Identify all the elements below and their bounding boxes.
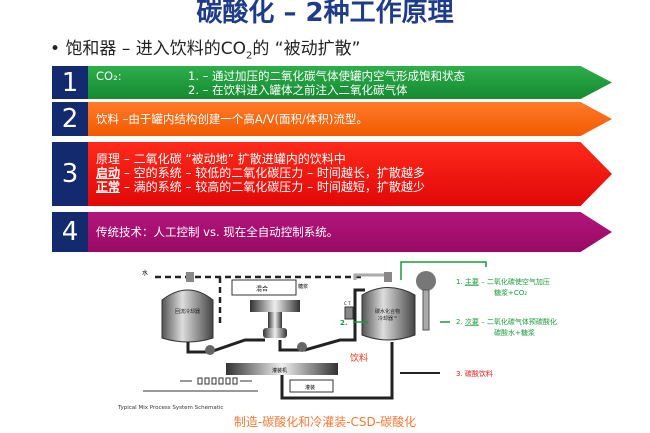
co2-label: CO₂: — [96, 69, 122, 83]
slide-title: 碳酸化 – 2种工作原理 — [196, 0, 454, 28]
normal-label: 正常 — [96, 180, 121, 194]
ct-label: C T — [344, 301, 351, 306]
ann2-num: 2. — [456, 318, 463, 326]
filling-label: 灌装 — [305, 384, 315, 391]
cooler2-label-2: 冷却器™ — [378, 315, 398, 322]
cooler1-label: 回流冷却器 — [175, 308, 200, 315]
filler-machine — [226, 363, 338, 375]
row-arrow: CO₂: 1. – 通过加压的二氧化碳气体使罐内空气形成饱和状态 2. – 在饮… — [88, 66, 612, 99]
slide-caption: 制造-碳酸化和冷灌装-CSD-碳酸化 — [233, 415, 417, 429]
ann2-sub: 碳酸水+糖浆 — [494, 328, 535, 337]
row-arrow: 饮料 –由于罐内结构创建一个高A/V(面积/体积)流型。 — [88, 102, 612, 136]
row-4: 4 传统技术：人工控制 vs. 现在全自动控制系统。 — [52, 212, 612, 252]
start-label: 启动 — [96, 166, 121, 180]
ann1-num: 1. — [456, 278, 463, 286]
bullet-text-suffix: 的 “被动扩散” — [252, 39, 361, 59]
svg-text:2. 次要 – 二氧化碳气体预碳酸化: 2. 次要 – 二氧化碳气体预碳酸化 — [456, 317, 557, 326]
schematic-title: Typical Mix Process System Schematic — [117, 405, 223, 411]
row-arrow: 原理 – 二氧化碳 “被动地” 扩散进罐内的饮料中 启动 – 空的系统 – 较低… — [88, 142, 612, 206]
svg-text:1. 主要 – 二氧化碳使空气加压: 1. 主要 – 二氧化碳使空气加压 — [456, 277, 550, 286]
return-cooler-tank: 回流冷却器 — [161, 272, 214, 343]
row-text: 饮料 –由于罐内结构创建一个高A/V(面积/体积)流型。 — [96, 112, 368, 126]
row-2: 2 饮料 –由于罐内结构创建一个高A/V(面积/体积)流型。 — [52, 102, 612, 136]
mix-box — [231, 279, 297, 296]
ann2-text: – 二氧化碳气体预碳酸化 — [479, 317, 557, 326]
row-number: 3 — [52, 142, 88, 206]
row-text: 原理 – 二氧化碳 “被动地” 扩散进罐内的饮料中 — [96, 152, 346, 166]
point-2-label: 2. — [340, 319, 348, 327]
cooler2-label: 碳水化合物 — [375, 308, 400, 315]
bullet-subscript: 2 — [246, 50, 253, 62]
syrup-label: 糖浆 — [298, 283, 308, 290]
normal-text: – 满的系统 – 较高的二氧化碳压力 – 时间越短，扩散越少 — [120, 180, 425, 194]
ann1-key: 主要 — [465, 277, 479, 286]
start-text: – 空的系统 – 较低的二氧化碳压力 – 时间越长，扩散越多 — [120, 166, 425, 180]
row-3: 3 原理 – 二氧化碳 “被动地” 扩散进罐内的饮料中 启动 – 空的系统 – … — [52, 142, 612, 206]
row-arrow: 传统技术：人工控制 vs. 现在全自动控制系统。 — [88, 212, 612, 252]
ann1-text: – 二氧化碳使空气加压 — [479, 277, 550, 286]
ann1-sub: 糖浆+CO₂ — [494, 288, 527, 297]
row-1: 1 CO₂: 1. – 通过加压的二氧化碳气体使罐内空气形成饱和状态 2. – … — [52, 66, 612, 99]
carbo-cooler-tank: 碳水化合物 冷却器™ — [361, 271, 436, 341]
row-item: 1. – 通过加压的二氧化碳气体使罐内空气形成饱和状态 — [188, 69, 466, 83]
bullet-point: • 饱和器 – 进入饮料的CO2的 “被动扩散” — [50, 39, 361, 62]
row-number: 2 — [52, 102, 88, 136]
beverage-label: 饮料 — [350, 352, 368, 364]
water-label: 水 — [142, 269, 148, 277]
filler-label: 灌装机 — [272, 367, 287, 374]
ann3-text: 3. 碳酸饮料 — [456, 369, 493, 378]
mix-label: 混合 — [256, 285, 268, 293]
pump-block — [250, 300, 300, 312]
bullet-text: 饱和器 – 进入饮料的CO — [65, 39, 246, 59]
ann2-key: 次要 — [465, 317, 479, 326]
row-item: 2. – 在饮料进入罐体之前注入二氧化碳气体 — [188, 83, 408, 97]
row-text: 传统技术：人工控制 vs. 现在全自动控制系统。 — [96, 225, 339, 239]
row-number: 1 — [52, 66, 88, 99]
row-number: 4 — [52, 212, 88, 252]
